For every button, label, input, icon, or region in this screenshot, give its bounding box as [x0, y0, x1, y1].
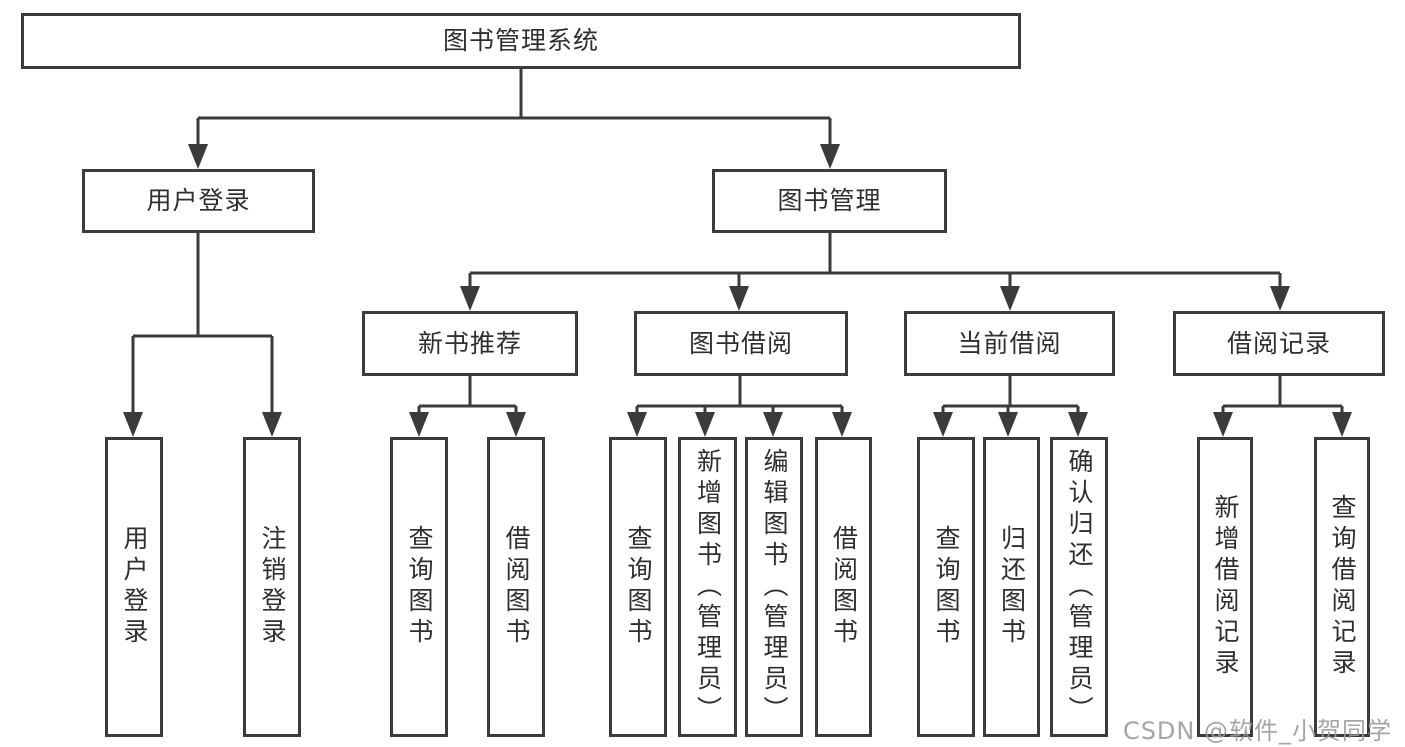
- leaf-borrow-add-books-admin: 新增图书（管理员）: [678, 437, 737, 737]
- node-user-login: 用户登录: [82, 169, 315, 233]
- node-new-book-recommend-label: 新书推荐: [417, 328, 522, 358]
- leaf-current-confirm-return-admin-label: 确认归还（管理员）: [1065, 447, 1094, 727]
- leaf-borrow-edit-books-admin-label: 编辑图书（管理员）: [760, 447, 789, 727]
- leaf-recommend-query-books-label: 查询图书: [405, 525, 434, 649]
- leaf-current-query-books: 查询图书: [917, 437, 975, 737]
- leaf-borrow-borrow-books-label: 借阅图书: [829, 525, 859, 649]
- leaf-user-login-label: 用户登录: [120, 525, 149, 649]
- node-book-management: 图书管理: [712, 169, 947, 233]
- leaf-logout: 注销登录: [243, 437, 301, 737]
- leaf-records-add-record: 新增借阅记录: [1197, 437, 1253, 737]
- leaf-current-query-books-label: 查询图书: [932, 525, 961, 649]
- node-borrow-records-label: 借阅记录: [1226, 328, 1331, 358]
- node-book-borrow: 图书借阅: [634, 311, 848, 376]
- node-current-borrow-label: 当前借阅: [957, 328, 1062, 358]
- node-borrow-records: 借阅记录: [1173, 311, 1385, 376]
- leaf-recommend-borrow-books-label: 借阅图书: [502, 525, 531, 649]
- node-book-management-label: 图书管理: [777, 186, 882, 215]
- leaf-logout-label: 注销登录: [258, 525, 287, 649]
- node-system-root: 图书管理系统: [21, 13, 1021, 69]
- leaf-user-login: 用户登录: [105, 437, 163, 737]
- leaf-current-return-books-label: 归还图书: [997, 525, 1027, 649]
- leaf-records-query-record: 查询借阅记录: [1314, 437, 1370, 737]
- node-book-borrow-label: 图书借阅: [688, 328, 793, 358]
- leaf-borrow-borrow-books: 借阅图书: [815, 437, 872, 737]
- leaf-borrow-query-books: 查询图书: [609, 437, 667, 737]
- leaf-borrow-edit-books-admin: 编辑图书（管理员）: [745, 437, 803, 737]
- leaf-current-return-books: 归还图书: [983, 437, 1040, 737]
- leaf-records-query-record-label: 查询借阅记录: [1328, 494, 1357, 680]
- node-system-root-label: 图书管理系统: [442, 26, 599, 55]
- leaf-recommend-borrow-books: 借阅图书: [487, 437, 545, 737]
- leaf-borrow-query-books-label: 查询图书: [624, 525, 653, 649]
- leaf-borrow-add-books-admin-label: 新增图书（管理员）: [693, 447, 723, 727]
- node-current-borrow: 当前借阅: [904, 311, 1115, 376]
- node-user-login-label: 用户登录: [146, 186, 251, 215]
- leaf-records-add-record-label: 新增借阅记录: [1211, 494, 1240, 680]
- node-new-book-recommend: 新书推荐: [362, 311, 578, 376]
- leaf-recommend-query-books: 查询图书: [390, 437, 448, 737]
- watermark: CSDN @软件_小贺同学: [1122, 717, 1392, 745]
- leaf-current-confirm-return-admin: 确认归还（管理员）: [1050, 437, 1108, 737]
